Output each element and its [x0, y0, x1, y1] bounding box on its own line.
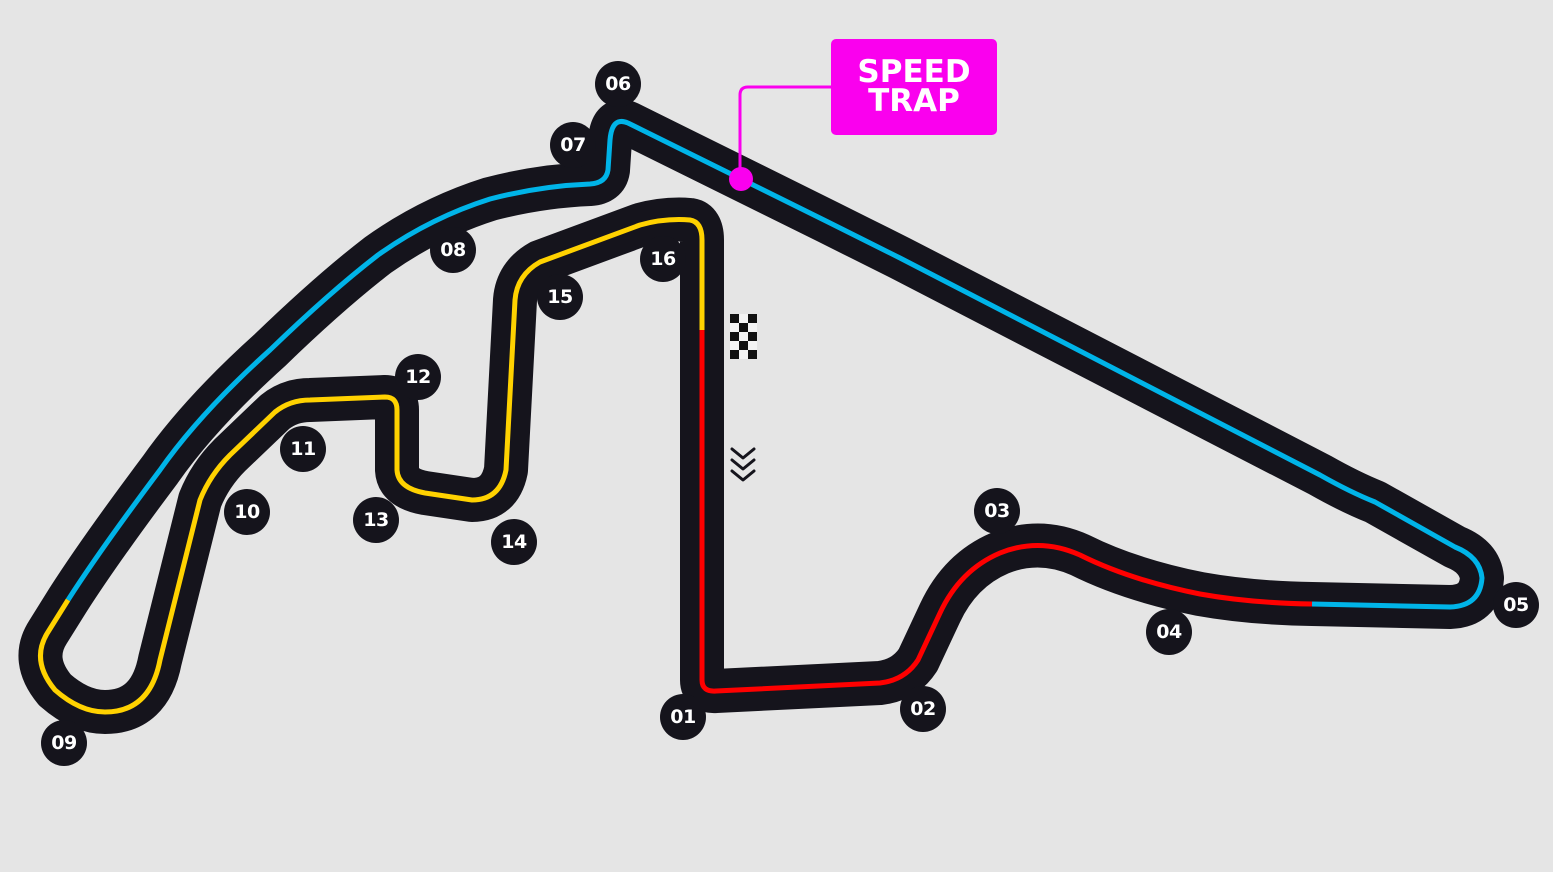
turn-06-marker: 06: [595, 61, 641, 107]
checkered-flag-icon: [730, 314, 757, 359]
speed-trap-line1: SPEED: [857, 54, 971, 90]
track-outline: [18, 99, 1504, 734]
turn-07-marker: 07: [550, 122, 596, 168]
speed-trap-callout: SPEED TRAP: [831, 39, 997, 135]
turn-15-marker: 15: [537, 274, 583, 320]
speed-trap-marker: [729, 167, 753, 191]
turn-03-marker: 03: [974, 488, 1020, 534]
sector-1-line: [699, 330, 1313, 694]
turn-02-marker: 02: [900, 686, 946, 732]
speed-trap-leader: [729, 85, 831, 191]
chevron-down-triple-icon: [730, 447, 756, 482]
turn-16-marker: 16: [640, 236, 686, 282]
speed-trap-line2: TRAP: [868, 83, 960, 119]
turn-11-marker: 11: [280, 426, 326, 472]
turn-04-marker: 04: [1146, 609, 1192, 655]
turn-05-marker: 05: [1493, 582, 1539, 628]
turn-08-marker: 08: [430, 227, 476, 273]
turn-10-marker: 10: [224, 489, 270, 535]
turn-01-marker: 01: [660, 694, 706, 740]
sector-2-line: [65, 118, 1485, 610]
turn-14-marker: 14: [491, 519, 537, 565]
turn-13-marker: 13: [353, 497, 399, 543]
sector-3-line: [37, 217, 705, 715]
turn-12-marker: 12: [395, 354, 441, 400]
turn-09-marker: 09: [41, 720, 87, 766]
